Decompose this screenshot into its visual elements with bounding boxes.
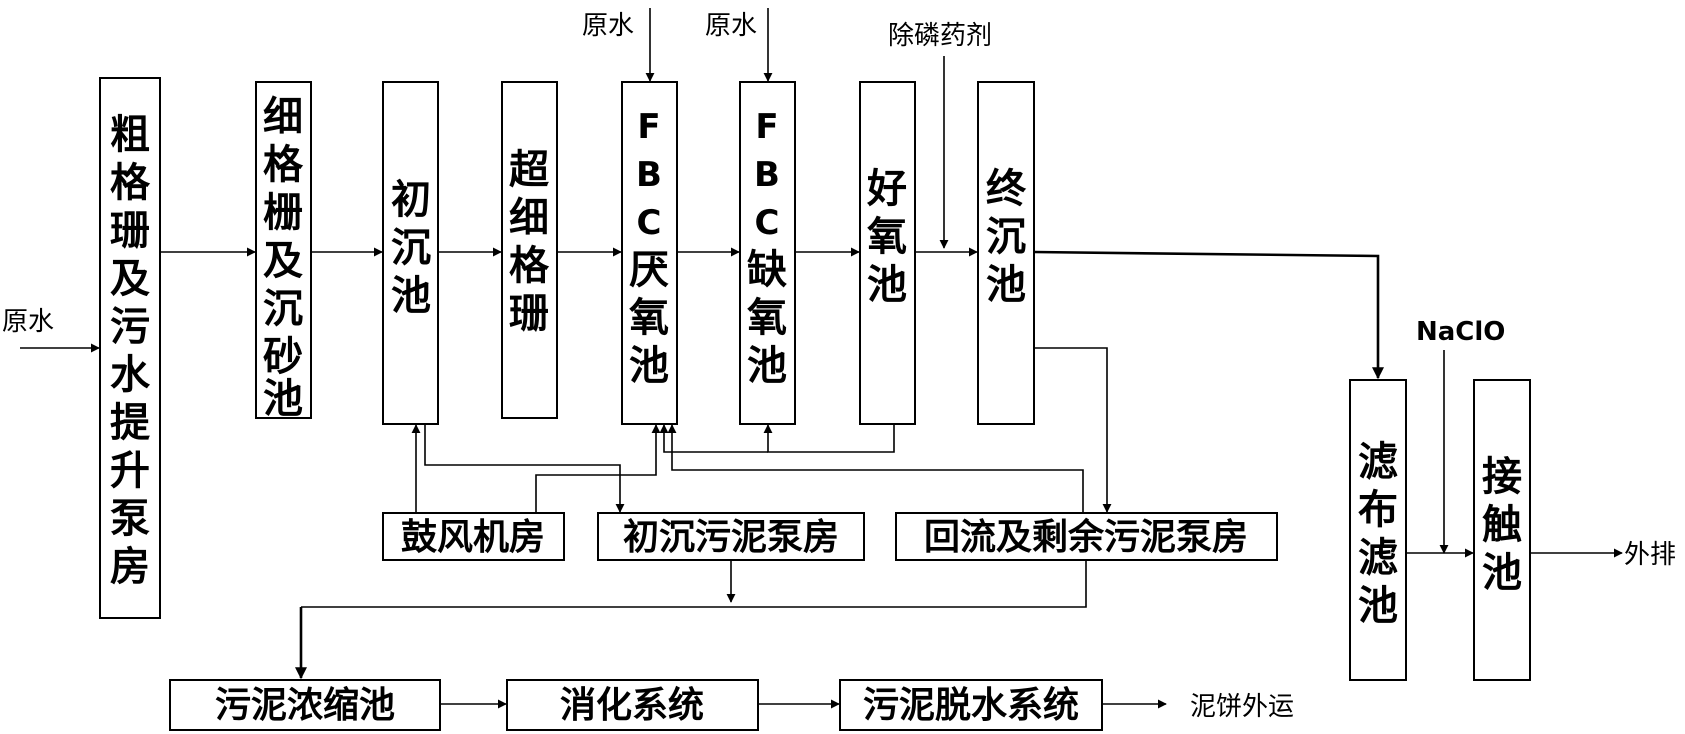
arrow-blower-to-anaerobic — [535, 424, 661, 512]
svg-text:厌: 厌 — [629, 247, 669, 293]
primary-clarifier-label: 初 沉 池 — [391, 177, 431, 319]
fbc-anaerobic-label: F B C 厌 氧 池 — [629, 107, 669, 389]
arrow-aerobic-return — [763, 424, 895, 453]
ultrafine-screen-box — [501, 81, 558, 419]
svg-text:池: 池 — [391, 273, 431, 319]
coarse-screen-box — [99, 77, 161, 619]
contact-tank-box — [1473, 379, 1531, 681]
svg-text:终: 终 — [986, 166, 1027, 212]
svg-text:初: 初 — [391, 177, 431, 223]
svg-text:C: C — [637, 203, 662, 243]
svg-text:粗: 粗 — [110, 112, 150, 158]
digestion-label: 消化系统 — [560, 685, 704, 726]
arrow-final-to-return-pump — [1034, 347, 1112, 513]
svg-text:B: B — [636, 155, 662, 195]
primary-sludge-pump-label: 初沉污泥泵房 — [623, 517, 839, 558]
dewatering-label: 污泥脱水系统 — [863, 685, 1079, 726]
svg-text:池: 池 — [629, 343, 669, 389]
svg-text:C: C — [755, 203, 780, 243]
svg-text:B: B — [754, 155, 780, 195]
svg-text:池: 池 — [1358, 583, 1398, 629]
blower-room-box — [382, 512, 565, 561]
svg-text:接: 接 — [1482, 454, 1522, 500]
raw-water-label-1: 原水 — [582, 11, 634, 41]
svg-text:池: 池 — [986, 262, 1026, 308]
svg-text:沉: 沉 — [391, 225, 431, 271]
svg-text:泵: 泵 — [110, 496, 150, 542]
ultrafine-screen-label: 超 细 格 珊 — [509, 147, 550, 337]
sludge-cake-label: 泥饼外运 — [1190, 692, 1294, 722]
naclo-label: NaClO — [1416, 317, 1505, 347]
svg-text:及: 及 — [263, 238, 303, 284]
svg-text:氧: 氧 — [867, 214, 907, 260]
final-clarifier-label: 终 沉 池 — [986, 166, 1027, 308]
svg-text:池: 池 — [263, 376, 303, 422]
thickener-box — [169, 679, 441, 731]
coarse-screen-label: 粗 格 珊 及 污 水 提 升 泵 房 — [110, 112, 151, 590]
fine-screen-box — [255, 81, 312, 419]
raw-water-inlet-label: 原水 — [2, 307, 54, 337]
digestion-box — [506, 679, 759, 731]
svg-text:提: 提 — [110, 400, 150, 446]
fbc-anoxic-box — [739, 81, 796, 425]
arrow-return-sludge-to-anaerobic — [667, 424, 1084, 512]
blower-room-label: 鼓风机房 — [401, 517, 545, 558]
svg-text:沉: 沉 — [263, 286, 303, 332]
aerobic-tank-label: 好 氧 池 — [866, 166, 907, 308]
svg-text:滤: 滤 — [1358, 439, 1398, 485]
svg-text:房: 房 — [110, 544, 150, 590]
svg-text:水: 水 — [110, 352, 151, 398]
arrow-primary-to-sludge-pump — [424, 424, 625, 513]
arrow-final-to-filter — [1033, 250, 1384, 380]
svg-text:珊: 珊 — [509, 291, 549, 337]
primary-clarifier-box — [382, 81, 439, 425]
svg-text:细: 细 — [263, 94, 303, 140]
svg-text:珊: 珊 — [110, 208, 150, 254]
svg-text:F: F — [755, 107, 778, 147]
svg-text:砂: 砂 — [263, 334, 303, 380]
return-sludge-pump-label: 回流及剩余污泥泵房 — [924, 516, 1248, 558]
contact-tank-label: 接 触 池 — [1482, 454, 1522, 596]
svg-text:沉: 沉 — [986, 214, 1026, 260]
svg-text:氧: 氧 — [629, 295, 669, 341]
svg-text:池: 池 — [867, 262, 907, 308]
svg-text:F: F — [637, 107, 660, 147]
final-clarifier-box — [977, 81, 1035, 425]
primary-sludge-pump-box — [597, 512, 865, 561]
svg-text:升: 升 — [110, 448, 150, 494]
svg-text:格: 格 — [263, 142, 304, 188]
phosphorus-agent-label: 除磷药剂 — [888, 21, 992, 51]
svg-text:及: 及 — [110, 256, 150, 302]
cloth-filter-box — [1349, 379, 1407, 681]
raw-water-label-2: 原水 — [705, 11, 757, 41]
aerobic-tank-box — [859, 81, 916, 425]
svg-text:超: 超 — [509, 147, 550, 193]
fine-screen-label: 细 格 栅 及 沉 砂 池 — [263, 94, 304, 422]
svg-text:池: 池 — [1482, 550, 1522, 596]
cloth-filter-label: 滤 布 滤 池 — [1358, 439, 1398, 629]
discharge-label: 外排 — [1624, 540, 1676, 570]
svg-text:污: 污 — [110, 304, 150, 350]
svg-text:栅: 栅 — [263, 190, 303, 236]
svg-text:布: 布 — [1358, 487, 1398, 533]
line-return-pump-down — [301, 560, 1087, 608]
svg-text:格: 格 — [509, 243, 550, 289]
fbc-anaerobic-box — [621, 81, 678, 425]
svg-text:格: 格 — [110, 160, 151, 206]
svg-text:氧: 氧 — [747, 295, 787, 341]
svg-text:好: 好 — [866, 166, 907, 212]
dewatering-box — [839, 679, 1103, 731]
svg-text:缺: 缺 — [747, 247, 787, 293]
arrow-return-to-anaerobic-2 — [659, 424, 768, 453]
svg-text:滤: 滤 — [1358, 535, 1398, 581]
svg-text:池: 池 — [747, 343, 787, 389]
svg-text:触: 触 — [1482, 502, 1522, 548]
fbc-anoxic-label: F B C 缺 氧 池 — [747, 107, 787, 389]
thickener-label: 污泥浓缩池 — [215, 685, 395, 726]
svg-text:细: 细 — [509, 195, 549, 241]
